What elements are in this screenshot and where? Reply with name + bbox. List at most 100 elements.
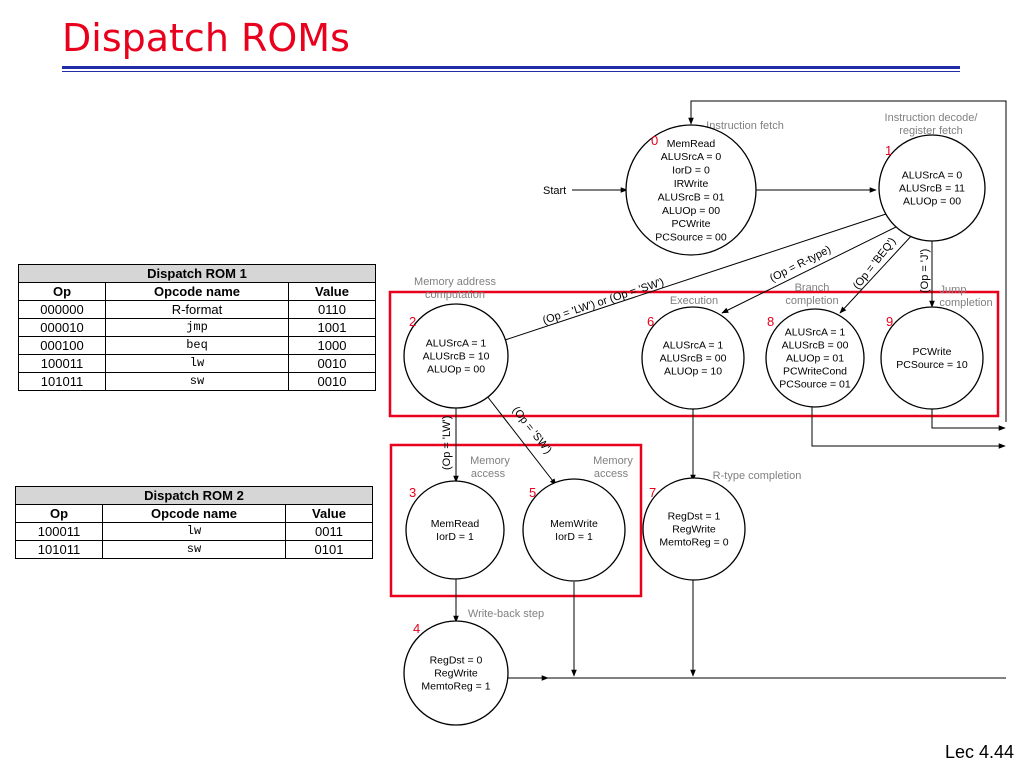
transitions [453,100,1007,681]
state-0-signal: MemRead [667,138,716,150]
phase-memaccess1-2: access [471,468,506,480]
state-6-number: 6 [647,314,654,329]
state-2-signal: ALUOp = 00 [427,364,485,376]
edge-8-to-return [811,404,1006,449]
state-8-signal: ALUOp = 01 [786,353,844,365]
phase-fetch: Instruction fetch [706,120,784,132]
slide-title: Dispatch ROMs [62,16,350,60]
state-0-signal: ALUOp = 00 [662,205,720,217]
rom1-opcode-name-cell: sw [105,372,289,391]
state-4-signal: MemtoReg = 1 [421,681,490,693]
state-9-number: 9 [886,314,893,329]
state-3-circle [405,480,505,580]
state-5-signal: IorD = 1 [555,531,593,543]
rom1-op-cell: 000000 [18,300,106,319]
state-6-signal: ALUSrcA = 1 [663,340,724,352]
state-2-signal: ALUSrcA = 1 [426,338,487,350]
state-3-signal: IorD = 1 [436,531,474,543]
phase-memaccess1-1: Memory [470,455,510,467]
state-4-signal: RegWrite [434,668,478,680]
state-5-circle [522,478,626,582]
dispatch2-targets-box [389,443,643,598]
dispatch-rom-1-table: Dispatch ROM 1 Op Opcode name Value 0000… [18,264,376,391]
state-0-signal: ALUSrcB = 01 [658,191,725,203]
title-underline [62,66,960,69]
rom2-header-value: Value [285,504,373,523]
state-0-signal: PCSource = 00 [655,232,727,244]
state-0-signal: IRWrite [674,178,709,190]
phase-execution: Execution [670,295,718,307]
phase-writeback: Write-back step [468,608,544,620]
rom2-op-cell: 100011 [15,522,103,541]
state-7-signal: RegWrite [672,524,716,536]
state-4-number: 4 [413,621,420,636]
state-9-circle [880,306,984,410]
state-6-circle [641,306,745,410]
rom1-header-value: Value [288,282,376,301]
state-8-circle [765,308,865,408]
state-8-signal: PCSource = 01 [779,379,851,391]
state-0-signal: ALUSrcA = 0 [661,151,722,163]
start-label: Start [543,185,566,197]
cond-j: (Op = 'J') [919,249,931,293]
rom1-op-cell: 000010 [18,318,106,337]
state-0-number: 0 [651,133,658,148]
phase-memaccess2-2: access [594,468,629,480]
state-8-signal: ALUSrcA = 1 [785,327,846,339]
state-1-signal: ALUSrcB = 11 [899,183,965,195]
phase-branch-1: Branch [795,282,830,294]
state-5-signal: MemWrite [550,518,598,530]
state-3-number: 3 [409,485,416,500]
state-0-signal: PCWrite [672,218,711,230]
edge-1-to-2 [495,213,887,344]
state-1-signal: ALUOp = 00 [903,196,961,208]
rom2-header-op: Op [15,504,103,523]
edge-1-to-6 [721,226,897,314]
slide-footer: Lec 4.44 [944,742,1014,762]
state-0-circle [625,124,757,256]
state-6-signal: ALUOp = 10 [664,366,722,378]
phase-branch-2: completion [785,295,838,307]
phase-decode-1: Instruction decode/ [885,112,979,124]
phase-decode-2: register fetch [899,125,963,137]
state-2-circle [403,303,509,409]
state-2-number: 2 [409,314,416,329]
rom1-value-cell: 1001 [288,318,376,337]
state-7-circle [642,477,746,581]
state-7-signal: RegDst = 1 [668,511,721,523]
edge-2-to-5 [486,395,557,486]
rom1-value-cell: 1000 [288,336,376,355]
edge-1-to-8 [839,232,915,314]
state-4-signal: RegDst = 0 [430,655,483,667]
cond-lw: (Op = 'LW') [441,416,453,470]
state-2-signal: ALUSrcB = 10 [423,351,490,363]
rom1-op-cell: 000100 [18,336,106,355]
rom1-value-cell: 0010 [288,372,376,391]
state-1-signal: ALUSrcA = 0 [902,170,963,182]
phase-memaddr-2: computation [425,289,485,301]
cond-beq: (Op = 'BEQ') [851,236,899,292]
rom1-op-cell: 101011 [18,372,106,391]
state-8-number: 8 [767,314,774,329]
state-6-signal: ALUSrcB = 00 [660,353,727,365]
rom2-caption: Dispatch ROM 2 [15,486,373,505]
state-9-signal: PCWrite [913,346,952,358]
state-8-signal: ALUSrcB = 00 [782,340,849,352]
state-9-signal: PCSource = 10 [896,359,968,371]
rom1-opcode-name-cell: R-format [105,300,289,319]
phase-rtype: R-type completion [713,470,802,482]
rom2-header-name: Opcode name [102,504,286,523]
rom1-opcode-name-cell: beq [105,336,289,355]
phase-jump-1: Jump [940,284,967,296]
